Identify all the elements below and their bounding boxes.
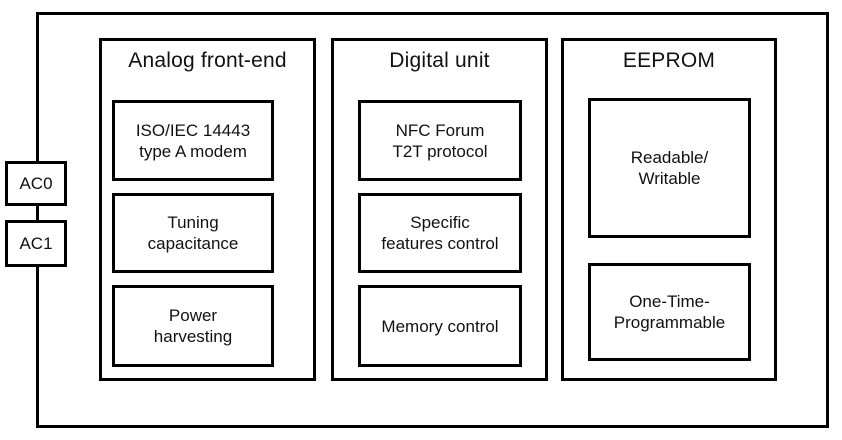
- block-one-time-programmable: One-Time- Programmable: [588, 263, 751, 361]
- block-iso-modem: ISO/IEC 14443 type A modem: [112, 100, 274, 181]
- section-eeprom: EEPROM Readable/ Writable One-Time- Prog…: [561, 38, 777, 381]
- section-title-analog: Analog front-end: [128, 49, 287, 72]
- pin-ac1-box: AC1: [5, 220, 67, 267]
- block-one-time-programmable-label: One-Time- Programmable: [613, 292, 726, 332]
- block-readable-writable: Readable/ Writable: [588, 98, 751, 238]
- block-tuning-capacitance-label: Tuning capacitance: [147, 213, 239, 253]
- section-analog-front-end: Analog front-end ISO/IEC 14443 type A mo…: [99, 38, 316, 381]
- block-tuning-capacitance: Tuning capacitance: [112, 193, 274, 273]
- block-specific-features-control: Specific features control: [358, 193, 522, 273]
- block-iso-modem-label: ISO/IEC 14443 type A modem: [135, 120, 251, 161]
- block-power-harvesting-label: Power harvesting: [153, 306, 233, 346]
- block-readable-writable-label: Readable/ Writable: [630, 148, 709, 188]
- pin-ac0-label: AC0: [19, 173, 53, 193]
- pin-ac0-box: AC0: [5, 161, 67, 206]
- section-title-eeprom: EEPROM: [622, 49, 716, 72]
- block-nfc-t2t-protocol-label: NFC Forum T2T protocol: [392, 120, 488, 161]
- section-title-digital: Digital unit: [389, 49, 490, 72]
- block-memory-control: Memory control: [358, 285, 522, 367]
- block-power-harvesting: Power harvesting: [112, 285, 274, 367]
- block-nfc-t2t-protocol: NFC Forum T2T protocol: [358, 100, 522, 181]
- block-memory-control-label: Memory control: [381, 316, 499, 336]
- pin-ac1-label: AC1: [19, 233, 53, 253]
- section-digital-unit: Digital unit NFC Forum T2T protocol Spec…: [331, 38, 548, 381]
- block-specific-features-control-label: Specific features control: [381, 213, 499, 253]
